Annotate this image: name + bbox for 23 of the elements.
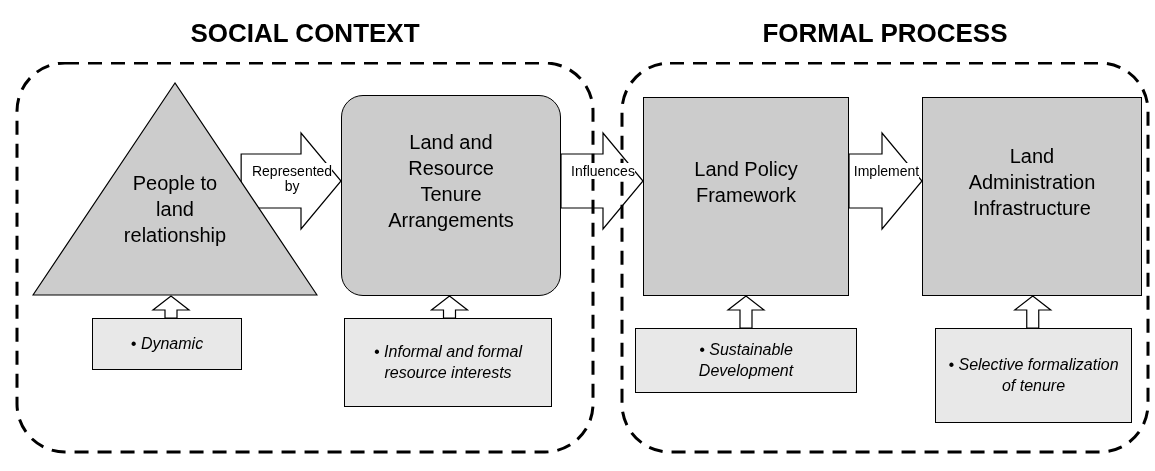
edge-label: Implement: [852, 164, 921, 180]
note-text: • Selective formalization of tenure: [947, 354, 1120, 396]
node-label: People to land relationship: [122, 171, 228, 248]
note-text: • Informal and formal resource interests: [373, 341, 524, 383]
node-label: Land Policy Framework: [693, 156, 799, 208]
block-arrow: [151, 295, 191, 319]
note-box: [635, 328, 857, 393]
note-box: [344, 318, 552, 407]
node-label: Land Administration Infrastructure: [967, 143, 1097, 221]
edge-label: Influences: [570, 164, 636, 180]
block-arrow: [726, 295, 766, 329]
rounded-box: [341, 95, 561, 296]
note-text: • Sustainable Development: [697, 339, 795, 381]
process-box: [922, 97, 1142, 296]
block-arrow: [1013, 295, 1053, 329]
group-heading: FORMAL PROCESS: [761, 18, 1009, 49]
group-heading: SOCIAL CONTEXT: [189, 18, 421, 49]
note-box: [935, 328, 1132, 423]
note-box: [92, 318, 242, 370]
process-box: [643, 97, 849, 296]
note-text: • Dynamic: [130, 333, 204, 354]
node-label: Land and Resource Tenure Arrangements: [387, 129, 515, 233]
block-arrow: [429, 295, 470, 319]
